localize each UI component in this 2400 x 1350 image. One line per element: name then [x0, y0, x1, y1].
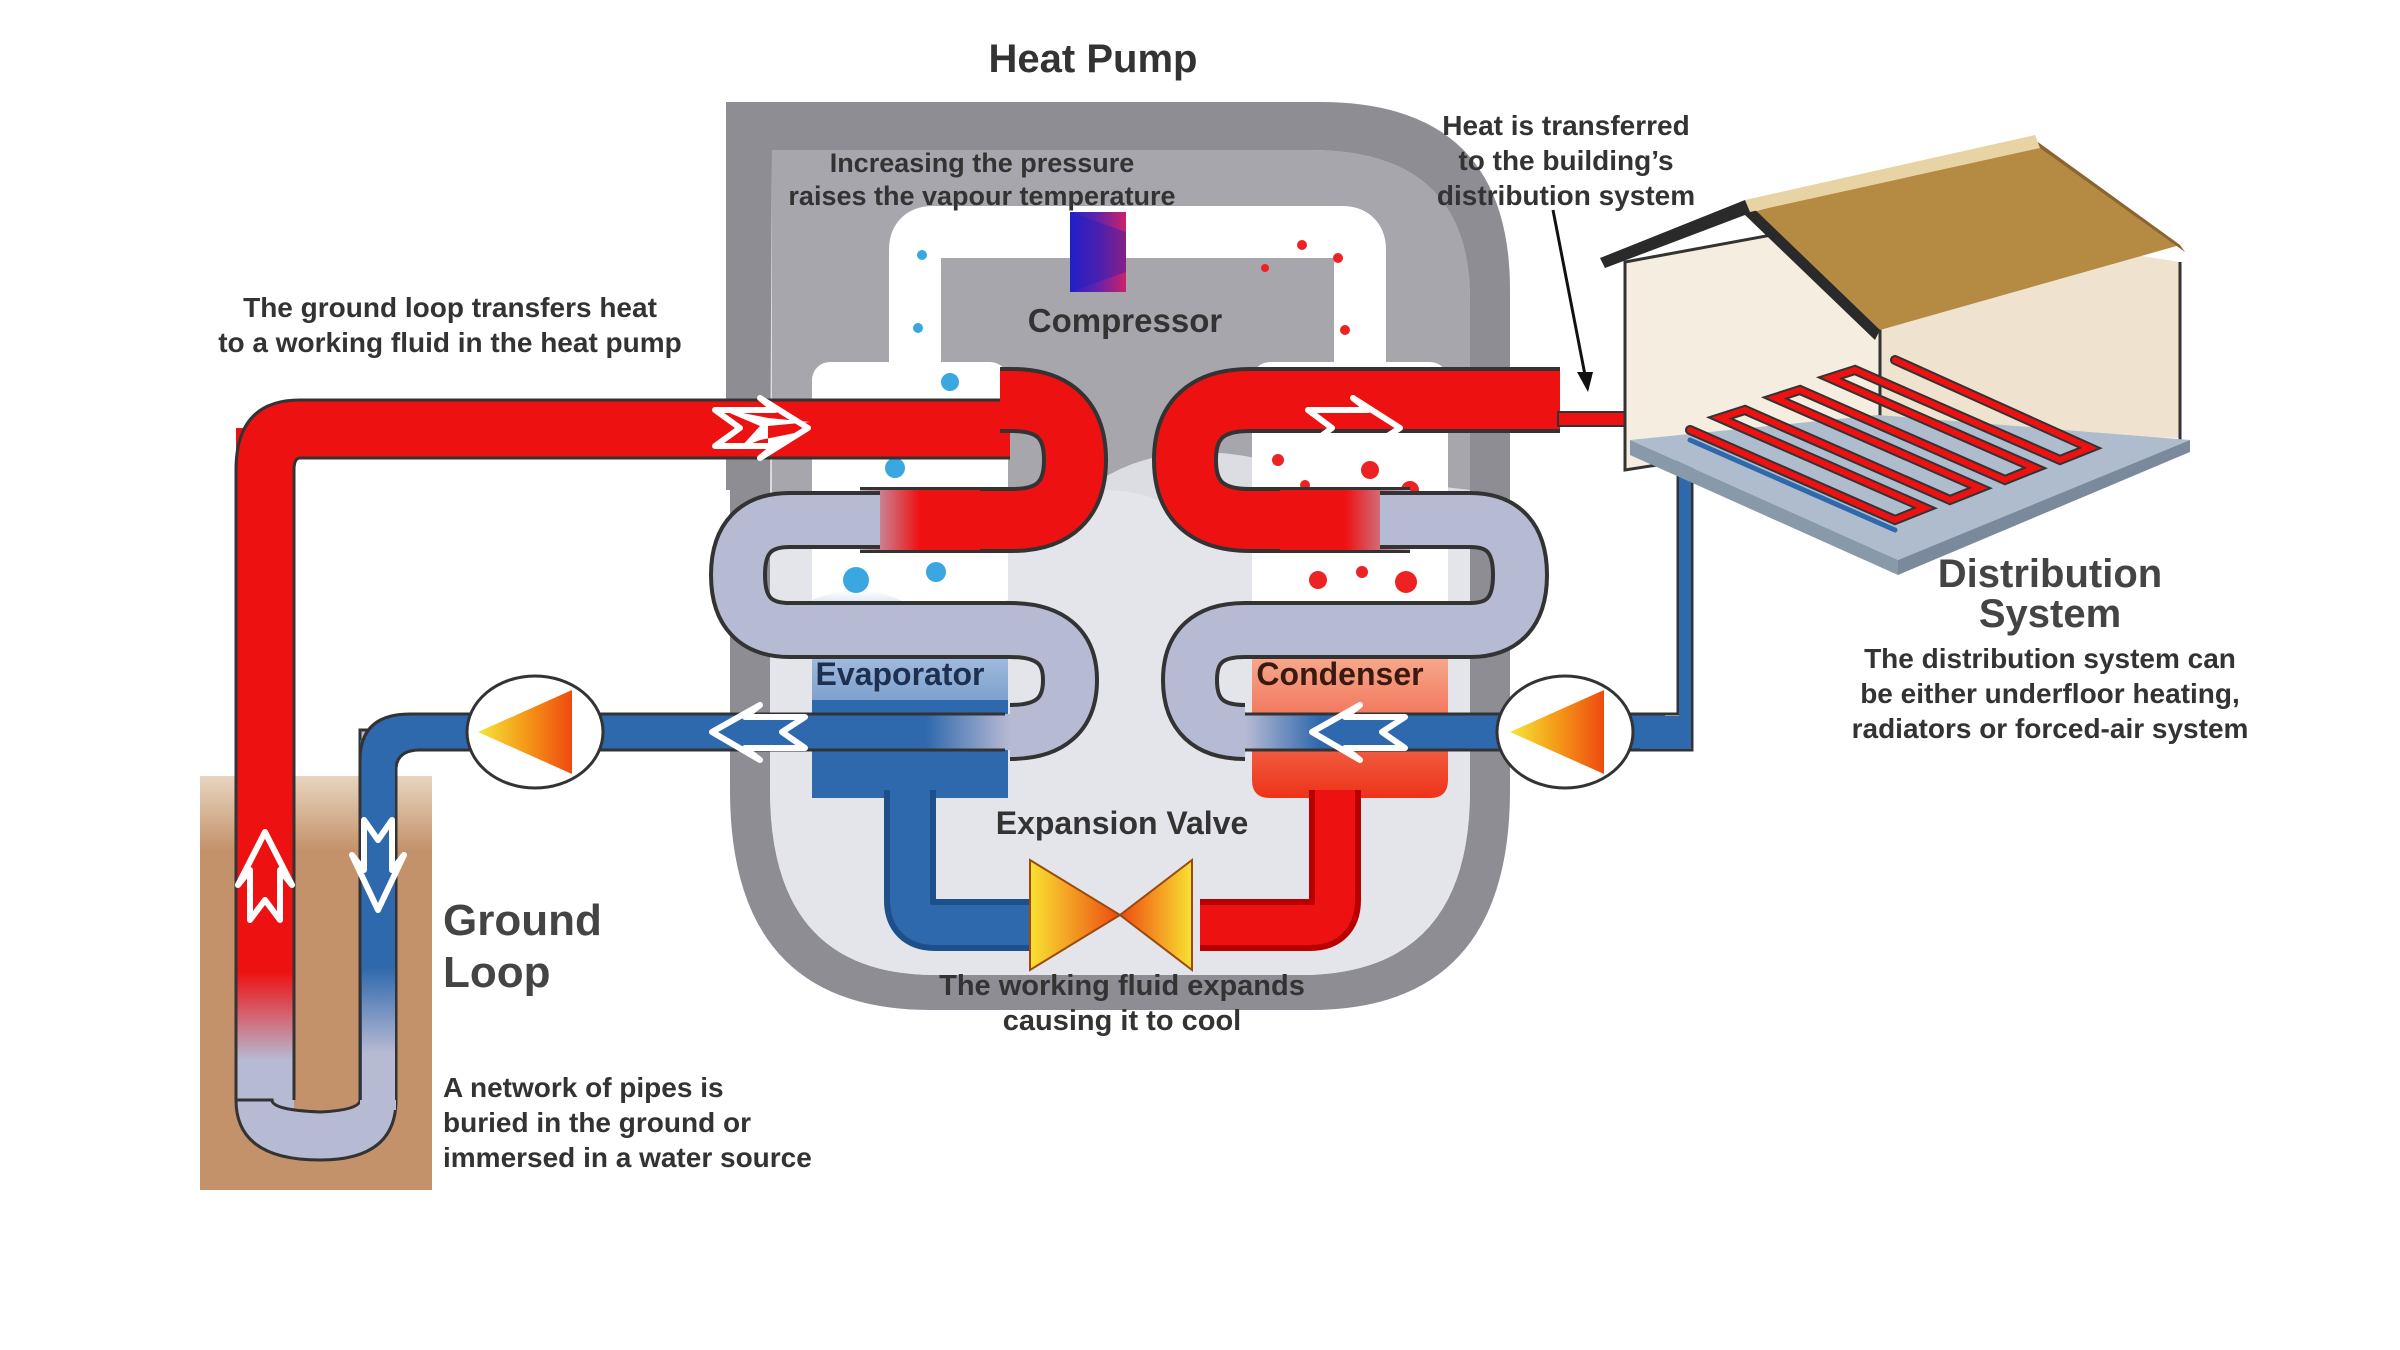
flow-arrow-icon [1309, 702, 1408, 763]
expansion-valve-icon [1029, 857, 1193, 973]
distribution-description: The distribution system can [1864, 643, 2236, 674]
flow-arrow-icon [1305, 395, 1403, 461]
ground-loop-description: immersed in a water source [443, 1142, 812, 1173]
compressor-icon [1070, 212, 1126, 292]
evaporator-label: Evaporator [816, 656, 985, 692]
house-roof [1600, 140, 2180, 330]
diagram-title: Heat Pump [989, 37, 1198, 81]
ground-loop-description: buried in the ground or [443, 1107, 751, 1138]
heat-transfer-note: distribution system [1437, 180, 1695, 211]
expansion-loop [884, 790, 1361, 973]
expansion-note: The working fluid expands [939, 970, 1305, 1002]
flow-arrow-icon [709, 702, 808, 763]
distribution-loop [1151, 367, 1694, 790]
compressor-note: raises the vapour temperature [788, 181, 1175, 211]
ground-loop-title: Ground [443, 896, 602, 945]
expansion-valve-label: Expansion Valve [996, 805, 1249, 841]
ground-loop-note: to a working fluid in the heat pump [218, 327, 682, 358]
distribution-description: be either underfloor heating, [1860, 678, 2240, 709]
house-illustration [1600, 135, 2190, 575]
annotation-arrow-icon [1551, 209, 1593, 392]
distribution-title: Distribution [1938, 552, 2162, 596]
heat-transfer-note: to the building’s [1458, 145, 1673, 176]
compressor-loop [889, 206, 1386, 380]
compressor-note: Increasing the pressure [830, 148, 1135, 178]
ground-loop-description: A network of pipes is [443, 1072, 724, 1103]
flow-arrow-icon [235, 829, 295, 923]
ground-loop-note: The ground loop transfers heat [243, 292, 657, 323]
ground-loop [200, 367, 1109, 1190]
distribution-description: radiators or forced-air system [1852, 713, 2249, 744]
flow-arrow-icon [712, 395, 811, 461]
distribution-pump-icon [1495, 674, 1635, 790]
compressor-label: Compressor [1028, 302, 1223, 339]
underfloor-heating-coil [1685, 355, 2103, 533]
flow-arrow-icon [349, 817, 407, 913]
condenser-label: Condenser [1256, 656, 1423, 692]
ground-loop-title: Loop [443, 948, 551, 997]
heat-transfer-note: Heat is transferred [1442, 110, 1689, 141]
ground-pump-icon [465, 674, 605, 790]
distribution-title: System [1979, 592, 2121, 636]
expansion-note: causing it to cool [1003, 1005, 1241, 1037]
